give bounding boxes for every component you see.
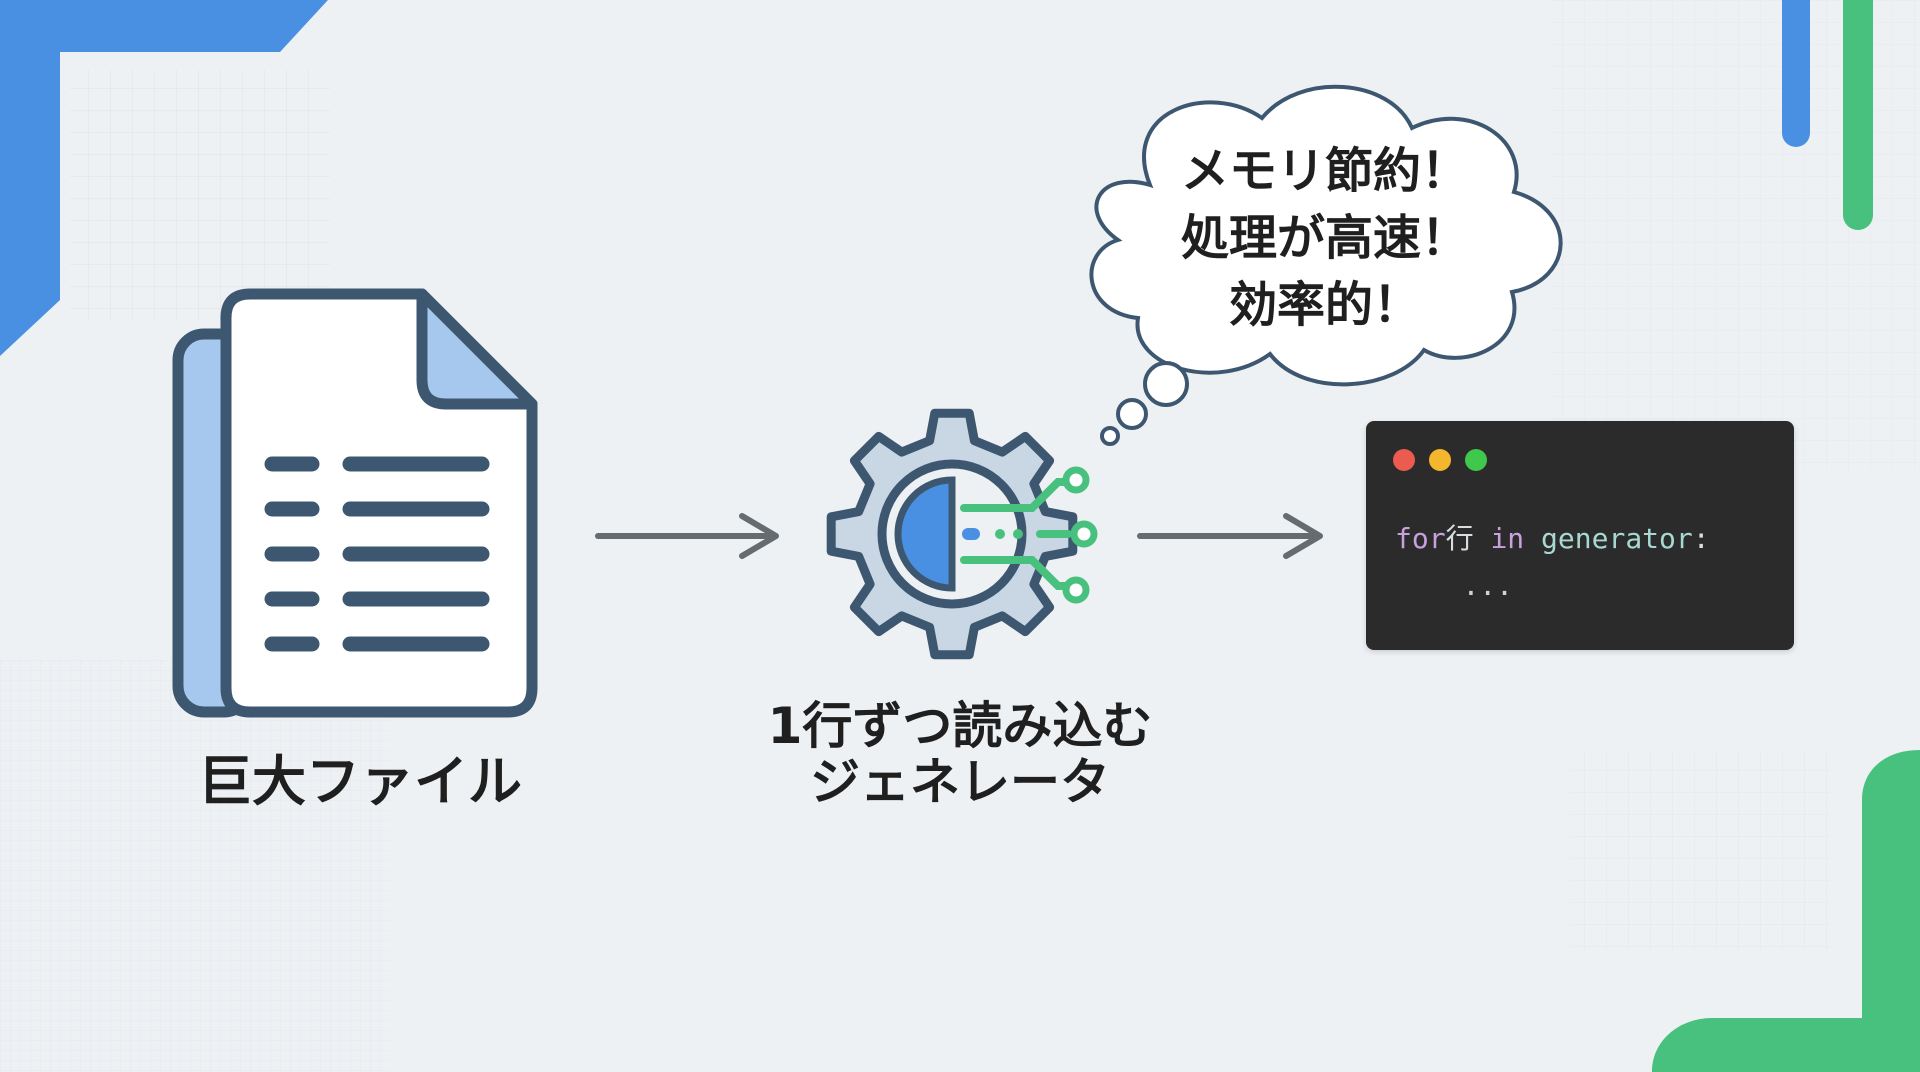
thought-bubble (1089, 84, 1563, 446)
thought-line: 処理が高速！ (1180, 210, 1469, 267)
code-line: ... (1395, 569, 1513, 602)
code-line: for行 in generator: (1395, 517, 1710, 557)
document-icon (172, 288, 538, 718)
thought-circle-small (1100, 426, 1120, 446)
bar-accent-blue (1782, 0, 1810, 147)
generator-label-line: ジェネレータ (810, 753, 1110, 811)
code-identifier: generator (1541, 522, 1693, 555)
thought-circle-large (1143, 361, 1189, 407)
thought-circle-medium (1116, 398, 1148, 430)
corner-accent-green (1652, 750, 1920, 1072)
bar-accent-green (1843, 0, 1873, 230)
circuit-bar (962, 528, 980, 540)
document-text-lines (264, 456, 490, 652)
corner-accent-blue (0, 0, 328, 356)
window-minimize-dot (1429, 449, 1451, 471)
window-maximize-dot (1465, 449, 1487, 471)
bg-grid-bottom-left (0, 660, 390, 1072)
code-colon: : (1692, 522, 1710, 555)
generator-label-line: 1行ずつ読み込む (767, 697, 1153, 755)
arrow-generator-to-code (1137, 513, 1323, 559)
bg-grid-bottom-right (1570, 750, 1830, 950)
circuit-node-bottom (1062, 576, 1090, 604)
gear-circuit-icon (826, 408, 1098, 660)
circuit-dot-1 (995, 529, 1005, 539)
circuit-node-mid (1070, 520, 1098, 548)
code-variable: 行 (1445, 522, 1474, 555)
arrow-file-to-generator (595, 513, 779, 559)
code-window: for行 in generator: ... (1366, 421, 1794, 650)
thought-cloud (1089, 84, 1563, 387)
bg-grid-top-left (70, 70, 330, 320)
thought-line: メモリ節約！ (1180, 143, 1469, 199)
file-label: 巨大ファイル (160, 750, 560, 813)
thought-line: 効率的！ (1228, 277, 1421, 334)
thought-text: メモリ節約！ 処理が高速！ 効率的！ (1115, 138, 1535, 340)
file-label-line: 巨大ファイル (198, 750, 522, 813)
circuit-node-top (1062, 466, 1090, 494)
document-folded-corner (416, 288, 538, 410)
code-keyword-in: in (1490, 522, 1525, 555)
code-ellipsis: ... (1462, 569, 1514, 602)
window-close-dot (1393, 449, 1415, 471)
code-keyword-for: for (1395, 522, 1446, 555)
circuit-dot-2 (1013, 529, 1023, 539)
generator-label: 1行ずつ読み込む ジェネレータ (720, 698, 1200, 810)
gear-half-core (894, 476, 956, 592)
